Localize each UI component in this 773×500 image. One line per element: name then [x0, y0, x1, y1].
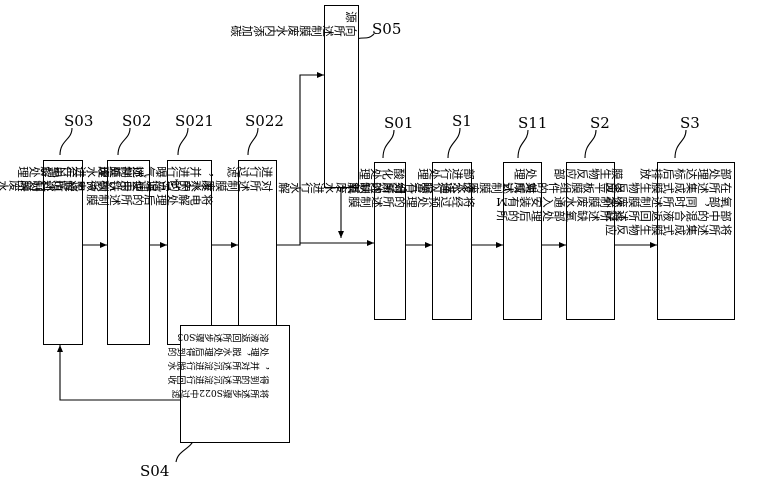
step-s3-line-4: 在所述集成式膜生物反应 [605, 181, 733, 195]
step-s3-line-2: 部中的混合液返回所述缺 [605, 209, 733, 223]
leader-s03 [59, 127, 73, 156]
label-s02: S02 [122, 112, 152, 130]
step-s04-line-2: 得到的所述沉淀进行回收 [167, 373, 269, 384]
step-s05-text: 向所述制膜废水内添加碳 源 [231, 10, 358, 38]
step-s2: 将所述缺氧部处理后的所 述制膜废水通入安装有M BR平板膜组件的集成式 膜生物反… [496, 162, 623, 320]
step-s1: 将经过预处理的所述制膜 废水通入带有细菌的缺氧 部进行处理 [349, 162, 475, 320]
step-s04-line-1: 将所述步骤S022中过滤 [171, 387, 269, 398]
step-s2-text: 将所述缺氧部处理后的所 述制膜废水通入安装有M BR平板膜组件的集成式 膜生物反… [496, 167, 623, 223]
leader-s021 [177, 127, 189, 156]
step-s05-line-1: 向所述制膜废水内添加碳 [230, 24, 358, 38]
label-s021: S021 [175, 112, 214, 130]
step-s04: 将所述步骤S022中过滤 得到的所述沉淀进行回收 ，并对所述沉淀进行脱水 处理，… [168, 325, 290, 443]
leader-s3 [674, 129, 687, 159]
leader-s1 [447, 127, 461, 159]
step-s021-line-1: 将电解处理后的所述制膜 [86, 193, 214, 207]
step-s022-line-1: 对所述制膜废水中的沉淀 [146, 179, 274, 193]
label-s11: S11 [518, 114, 548, 132]
step-s3-line-1: 将所述集成式膜生物反应 [605, 223, 733, 237]
step-s05-line-2: 源 [345, 10, 358, 24]
leader-s01 [382, 129, 395, 159]
leader-s02 [117, 127, 131, 156]
leader-s022 [247, 127, 259, 156]
label-s05: S05 [372, 20, 402, 38]
label-s04: S04 [140, 462, 170, 480]
step-s2-line-2: 述制膜废水通入安装有M [496, 195, 623, 209]
arrow-s04-s03 [57, 345, 180, 401]
label-s2: S2 [590, 114, 610, 132]
step-s3-line-5: 部处理达标后排放 [640, 167, 732, 181]
step-s05: 向所述制膜废水内添加碳 源 [231, 5, 359, 188]
leader-s2 [584, 129, 597, 159]
label-s01: S01 [384, 114, 414, 132]
step-s04-line-5: 溶液返回所述步骤S03 [177, 331, 269, 342]
step-s02: 使用铁碳微电解填料对所 述制膜废水进行电解处理 [18, 160, 150, 345]
step-s04-line-4: 处理，脱水处理后得到的 [167, 345, 269, 356]
step-s022: 对所述制膜废水中的沉淀 进行过滤 [147, 160, 277, 337]
step-s021: 将电解处理后的所述制膜 废水的pH值调至6.5到9.5 ，并进行曝气搅拌处理 [79, 160, 213, 345]
arrow-s022-s01 [277, 240, 374, 246]
step-s04-text: 将所述步骤S022中过滤 得到的所述沉淀进行回收 ，并对所述沉淀进行脱水 处理，… [168, 329, 269, 399]
label-s022: S022 [245, 112, 284, 130]
step-s3-text: 将所述集成式膜生物反应 部中的混合液返回所述缺 氧部，同时所述制膜废水 在所述集… [606, 167, 733, 237]
step-s11: 对所述制膜废水进行曝气 处理 [411, 162, 542, 320]
label-s3: S3 [680, 114, 700, 132]
step-s03: 将所述制膜废水的pH值调 至2到3 [0, 160, 83, 345]
leader-s11 [517, 129, 529, 159]
step-s1-line-1: 将经过预处理的所述制膜 [348, 195, 476, 209]
step-s04-line-3: ，并对所述沉淀进行脱水 [167, 359, 269, 370]
label-s1: S1 [452, 112, 472, 130]
step-s022-line-2: 进行过滤 [227, 165, 273, 179]
step-s022-text: 对所述制膜废水中的沉淀 进行过滤 [147, 165, 274, 193]
step-s3-line-3: 氧部，同时所述制膜废水 [605, 195, 733, 209]
step-s3: 将所述集成式膜生物反应 部中的混合液返回所述缺 氧部，同时所述制膜废水 在所述集… [606, 162, 735, 320]
label-s03: S03 [64, 112, 94, 130]
step-s01: 对所述制膜废水进行水解 酸化处理 [279, 162, 406, 320]
arrow-to-s05 [299, 72, 324, 243]
